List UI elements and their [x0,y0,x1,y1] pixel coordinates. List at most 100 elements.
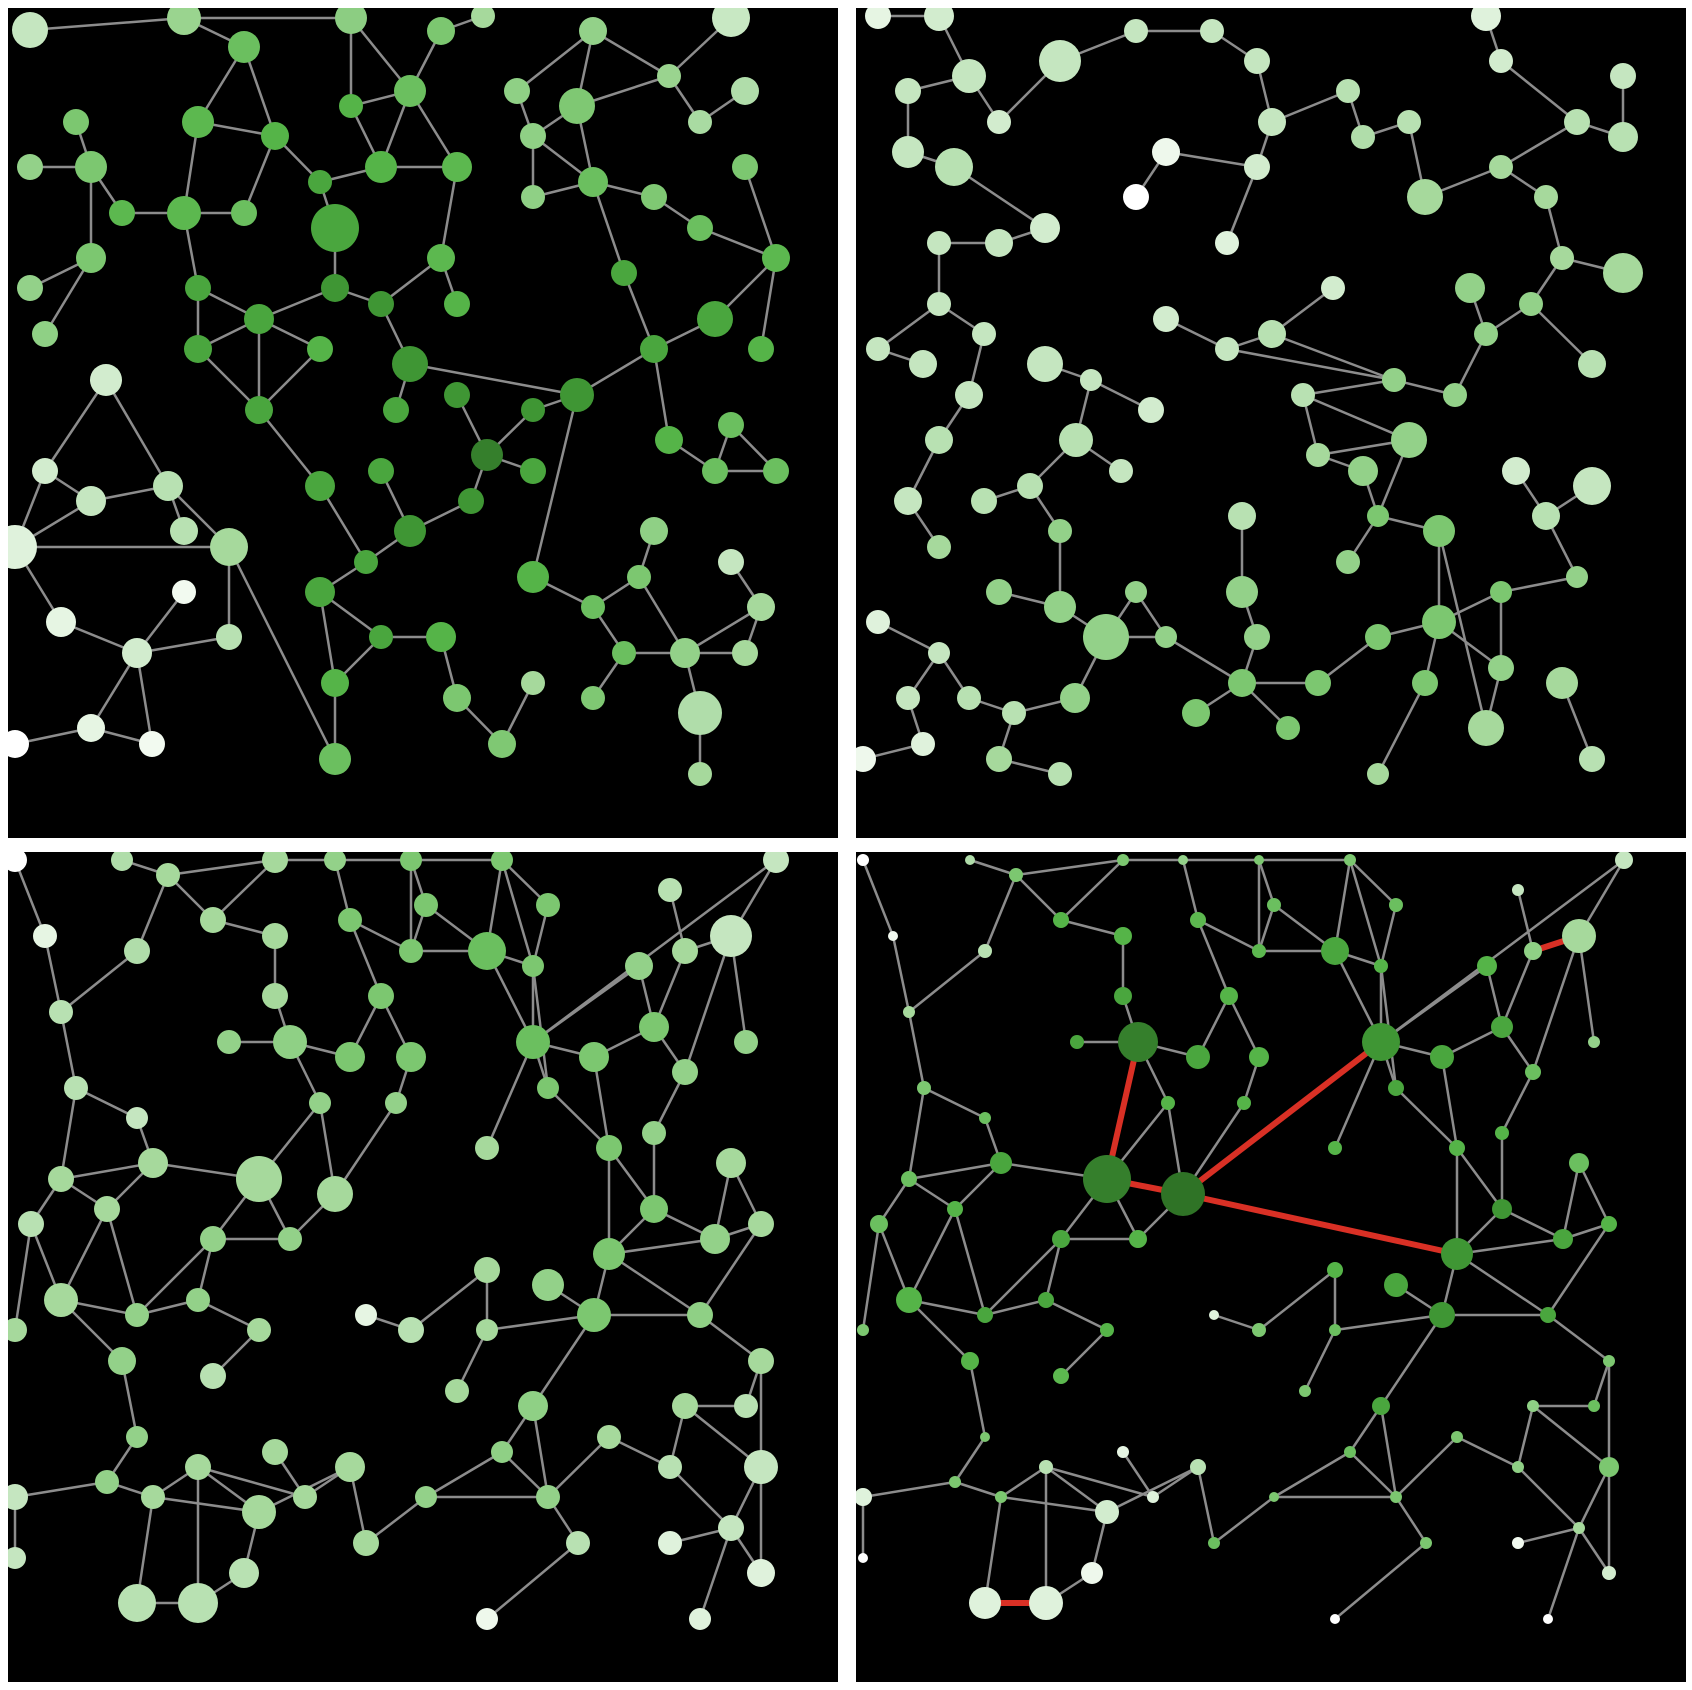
graph-node [178,1583,218,1623]
graph-node [18,1211,44,1237]
graph-node [228,31,260,63]
graph-node [156,863,180,887]
graph-node [520,123,546,149]
graph-edge [1348,859,1383,967]
graph-node [321,669,349,697]
graph-node [368,291,394,317]
graph-edge [968,1360,987,1438]
graph-node [1117,854,1129,866]
graph-node [748,336,774,362]
nodes-layer [856,852,1633,1624]
graph-node [986,579,1012,605]
graph-node [1569,1153,1589,1173]
graph-node [957,686,981,710]
graph-node [928,642,950,664]
graph-node [612,641,636,665]
graph-edge [907,1208,957,1301]
graph-node [414,893,438,917]
graph-node [1161,1096,1175,1110]
graph-node [138,1148,168,1178]
graph-node [17,154,43,180]
graph-node [1291,383,1315,407]
graph-node [75,151,107,183]
graph-edge [1577,1162,1611,1225]
graph-node [118,1584,156,1622]
graph-node [927,231,951,255]
graph-edge [608,1252,701,1317]
graph-edge [136,1238,214,1316]
graph-edge [1530,303,1593,365]
graph-node [1489,155,1513,179]
graph-node [517,561,549,593]
graph-node [1252,944,1266,958]
graph-node [1254,855,1264,865]
graph-node [1391,422,1427,458]
graph-edge [1440,1056,1459,1149]
graph-node [1540,1307,1556,1323]
graph-node [1070,1035,1084,1049]
nodes-layer [856,8,1643,786]
graph-edge [60,950,138,1013]
graph-node [1451,1431,1463,1443]
graph-node [236,1156,282,1202]
highlighted-edge [1182,1191,1458,1257]
graph-node [1367,763,1389,785]
graph-node [687,215,713,241]
graph-node [139,731,165,757]
graph-edge [1015,858,1124,877]
graph-node [718,412,744,438]
graph-node [1138,397,1164,423]
graph-node [355,1304,377,1326]
graph-node [903,1006,915,1018]
graph-node [1603,253,1643,293]
graph-node [1512,1537,1524,1549]
graph-node [17,275,43,301]
graph-node [1615,852,1633,869]
graph-edge [532,964,640,1044]
graph-edge [1592,1360,1611,1407]
graph-edge [891,935,911,1013]
graph-panel-bottom-right [856,852,1686,1682]
graph-node [866,610,890,634]
graph-node [369,625,393,649]
graph-edge [1379,904,1398,967]
edges-layer [13,858,778,1620]
graph-edge [547,1436,610,1498]
graph-edge [135,652,154,745]
graph-node [1258,108,1286,136]
graph-node [625,952,653,980]
graph-node [718,1515,744,1541]
graph-node [317,1176,353,1212]
graph-node [865,8,891,29]
graph-edge [197,1465,306,1499]
graph-node [1351,125,1375,149]
graph-node [532,1269,564,1301]
graph-node [901,1171,917,1187]
graph-node [917,1081,931,1095]
graph-node [1430,1045,1454,1069]
graph-node [1578,350,1606,378]
graph-node [1083,1155,1131,1203]
graph-node [109,200,135,226]
graph-node [1244,154,1270,180]
graph-node [95,1470,119,1494]
graph-node [1423,515,1455,547]
graph-node [262,923,288,949]
graph-node [475,1136,499,1160]
graph-node [980,1432,990,1442]
graph-edge [167,858,276,877]
graph-node [1269,1492,1279,1502]
graph-edge [1380,964,1488,1044]
graph-node [63,109,89,135]
graph-edge [1302,378,1395,397]
graph-edge [908,1299,971,1362]
graph-edge [1561,1162,1581,1240]
graph-edge [1348,1405,1383,1453]
graph-edge [1500,120,1578,169]
graph-edge [1225,166,1259,244]
graph-edge [1121,1451,1155,1498]
graph-node [1573,1522,1585,1534]
graph-node [627,565,651,589]
graph-node [426,622,456,652]
graph-edge [197,348,260,411]
